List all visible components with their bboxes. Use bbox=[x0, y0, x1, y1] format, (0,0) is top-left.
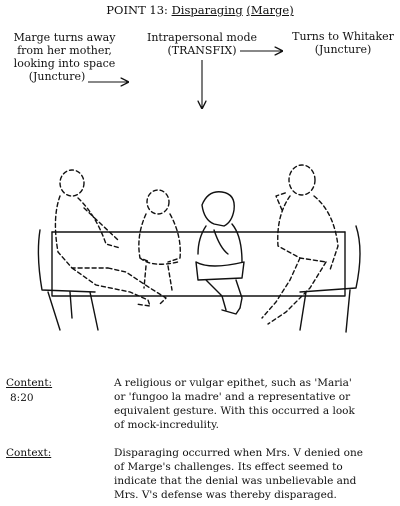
content-line-2: or 'fungoo la madre' and a representativ… bbox=[114, 391, 351, 403]
left-chair bbox=[37, 229, 99, 331]
title-prefix: POINT 13: bbox=[106, 3, 168, 17]
context-line-4: Mrs. V's defense was thereby disparaged. bbox=[114, 489, 337, 501]
figure-woman-middle bbox=[138, 189, 181, 291]
content-line-4: of mock-incredulity. bbox=[114, 419, 219, 431]
content-time: 8:20 bbox=[10, 392, 34, 404]
bench bbox=[51, 231, 346, 297]
figure-marge bbox=[195, 191, 245, 315]
figure-man-right bbox=[261, 164, 339, 325]
title-word: Disparaging bbox=[171, 3, 243, 17]
annotation-left-line-2: from her mother, bbox=[17, 44, 112, 57]
content-line-3: equivalent gesture. With this occurred a… bbox=[114, 405, 355, 417]
right-chair bbox=[299, 225, 361, 333]
annotation-left-line-4: (Juncture) bbox=[28, 70, 86, 83]
content-label: Content: bbox=[6, 377, 53, 389]
annotation-left-line-3: looking into space bbox=[13, 57, 116, 70]
annotation-center-line-2: (TRANSFIX) bbox=[167, 44, 237, 57]
context-line-3: indicate that the denial was unbelievabl… bbox=[114, 475, 357, 487]
context-line-2: of Marge's challenges. Its effect seemed… bbox=[114, 461, 343, 473]
page-title: POINT 13: Disparaging (Marge) bbox=[0, 4, 400, 17]
annotation-left-line-1: Marge turns away bbox=[13, 31, 116, 44]
figure-man-left bbox=[54, 169, 167, 307]
content-line-1: A religious or vulgar epithet, such as '… bbox=[114, 377, 352, 389]
title-who: (Marge) bbox=[246, 3, 294, 17]
annotation-right-line-2: (Juncture) bbox=[314, 43, 372, 56]
annotation-center-line-1: Intrapersonal mode bbox=[146, 31, 257, 44]
context-label: Context: bbox=[6, 447, 52, 459]
context-line-1: Disparaging occurred when Mrs. V denied … bbox=[114, 447, 363, 459]
annotation-right-line-1: Turns to Whitaker bbox=[292, 30, 394, 43]
